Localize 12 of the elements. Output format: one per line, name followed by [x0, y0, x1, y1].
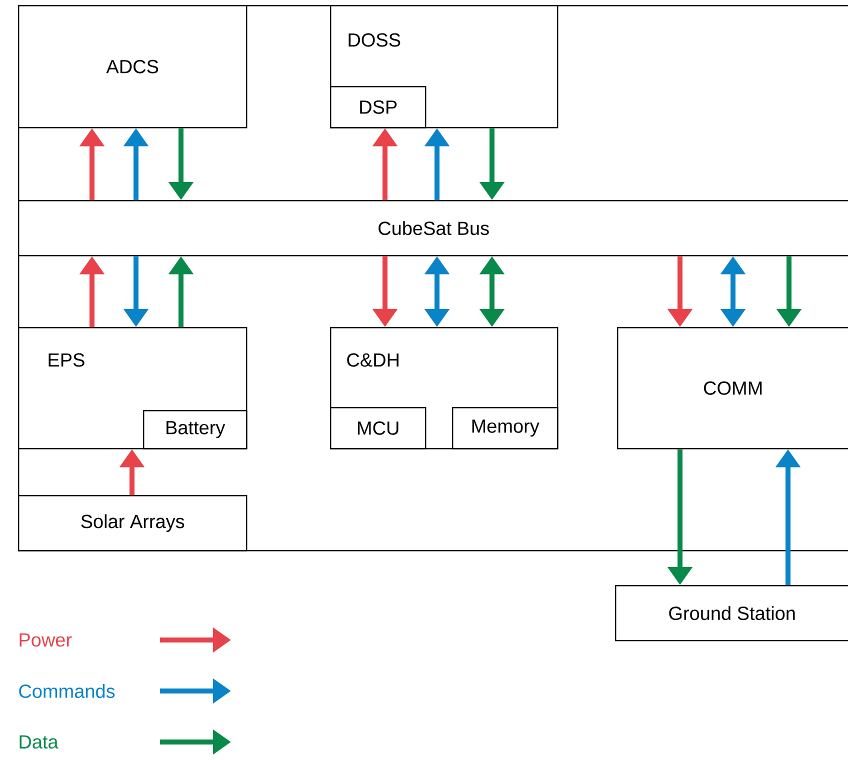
legend-label: Power: [20, 633, 72, 647]
block-box: COMM: [617, 327, 848, 450]
block-box: MCU: [330, 407, 426, 450]
legend-label: Data: [20, 735, 58, 749]
bus-bar: CubeSat Bus: [18, 200, 848, 256]
block-box: Solar Arrays: [18, 495, 248, 552]
legend-label: Commands: [19, 684, 115, 698]
block-box: Ground Station: [615, 585, 848, 642]
block-box: DSP: [330, 86, 426, 128]
block-box: Battery: [143, 410, 248, 450]
block-box: ADCS: [18, 5, 248, 128]
block-box: Memory: [452, 407, 558, 450]
